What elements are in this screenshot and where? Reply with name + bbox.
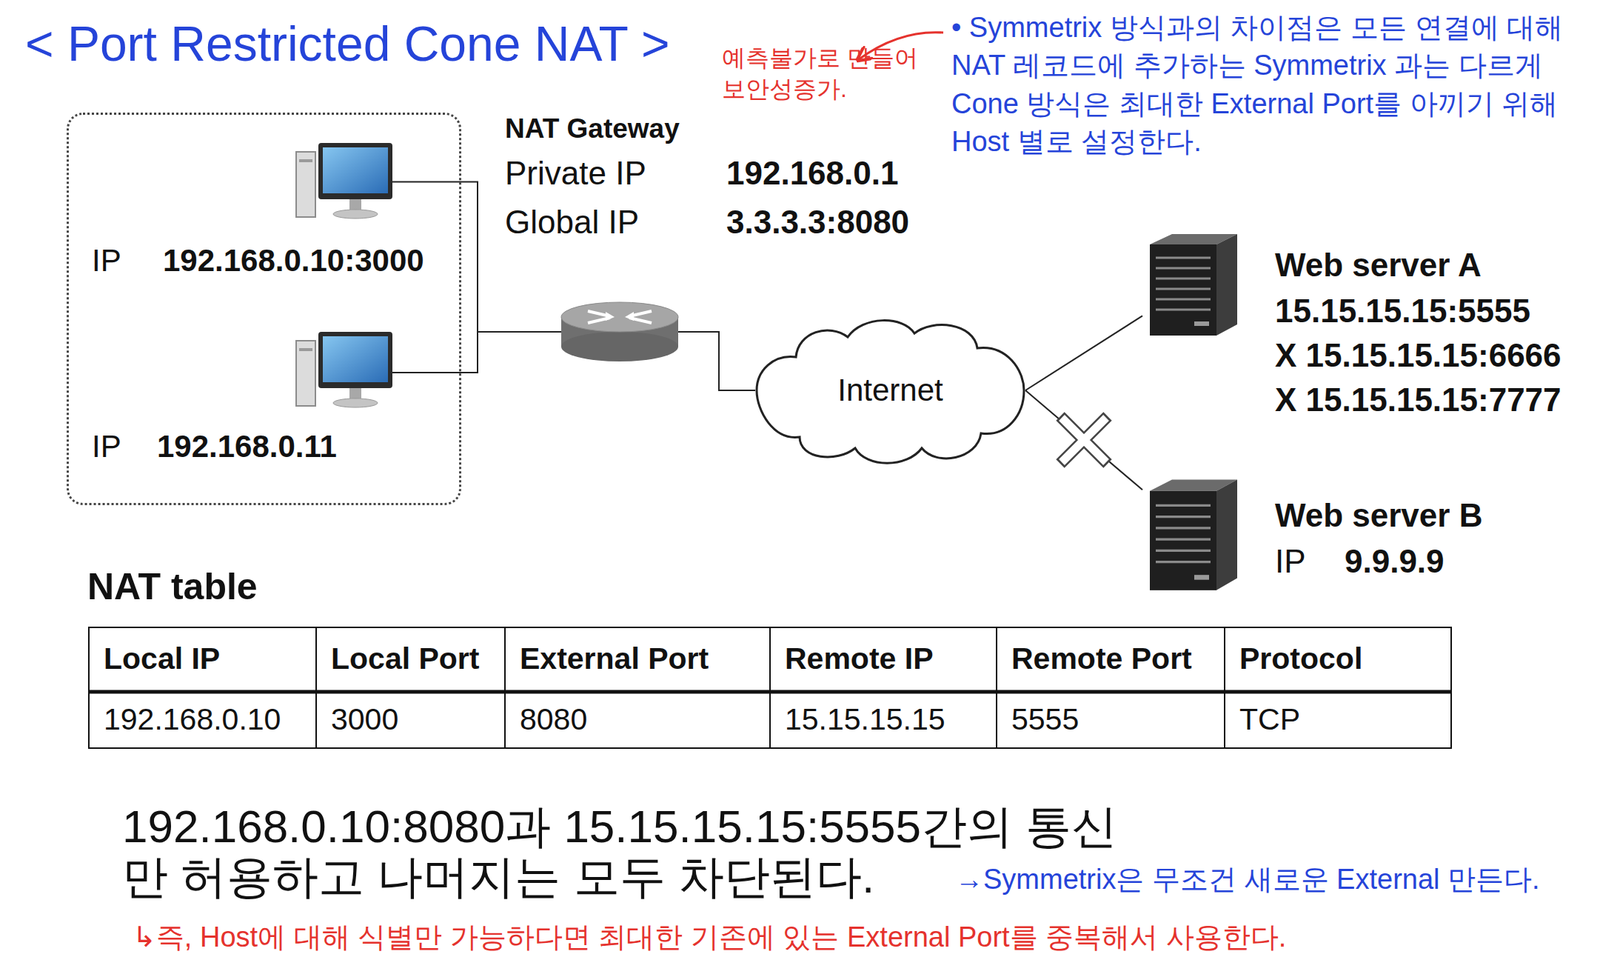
node-text: IP [91,242,122,280]
network-link [1025,390,1143,490]
table-header: Remote Port [1011,640,1193,677]
cross-fill [1061,417,1107,463]
node-text: X 15.15.15.15:7777 [1274,380,1562,420]
pc-tower [296,340,316,406]
blocked-cross [1060,416,1108,464]
router-arrow-head [605,311,615,321]
node-text: 9.9.9.9 [1344,541,1445,582]
pc-icon [296,331,393,408]
network-link [678,331,756,391]
server-icon [1149,233,1238,336]
handwritten-note: →Symmetrix은 무조건 새로운 External 만든다. [955,862,1592,897]
monitor-bezel [318,142,393,200]
server-light [1194,574,1210,580]
handwritten-note: 예측불가로 만들어 보안성증가. [721,42,937,105]
table-cell: 5555 [1011,701,1079,738]
server-side [1216,233,1238,336]
pc-drive [299,159,313,163]
server-slots [1155,504,1211,562]
node-text: NAT Gateway [504,112,680,146]
server-side [1216,479,1238,591]
table-header: Protocol [1239,640,1363,677]
node-text: IP [91,427,122,465]
host-pc: IP192.168.0.11 [296,331,393,414]
node-text: Global IP [504,202,639,243]
node-text: Private IP [504,154,647,194]
cloud-shape [756,320,1024,464]
diagram-title: < Port Restricted Cone NAT > [25,14,671,74]
diagram-caption: 192.168.0.10:8080과 15.15.15.15:5555간의 통신… [122,801,1144,902]
router-top [561,302,679,332]
monitor-bezel [318,331,393,388]
cross-outline [1060,416,1108,464]
monitor-base [333,209,378,219]
table-header: External Port [519,640,709,677]
network-link [392,331,562,373]
monitor-stand [349,199,362,210]
handwritten-note: ↳즉, Host에 대해 식별만 가능하다면 최대한 기존에 있는 Extern… [132,920,1540,955]
node-text: 192.168.0.10:3000 [162,242,425,280]
monitor-screen [322,147,388,194]
table-cell: 192.168.0.10 [103,701,281,738]
node-text: 15.15.15.15:5555 [1274,291,1531,331]
table-column-rules [316,627,1225,748]
host-pc: IP192.168.0.10:3000 [296,142,393,221]
web-server: Web server BIP9.9.9.9 [1142,474,1245,592]
pc-drive [299,347,313,351]
monitor-screen [322,336,388,383]
node-text: IP [1274,541,1307,582]
table-header: Local Port [330,640,480,677]
server-front [1149,490,1217,591]
lan-boundary: IP192.168.0.10:3000IP192.168.0.11 [66,112,462,505]
table-title: NAT table [87,564,258,609]
router-arrow-head [624,311,634,321]
router-icon [561,302,679,362]
node-text: Internet [837,371,943,409]
server-front [1149,244,1217,336]
table-cell: 15.15.15.15 [784,701,946,738]
table-border [88,627,1452,748]
node-text: 192.168.0.1 [726,154,899,194]
table-cell: 8080 [519,701,588,738]
monitor-stand [349,387,362,399]
node-text: Web server A [1274,245,1482,286]
router-bottom [561,331,679,362]
web-server: Web server A15.15.15.15:5555X 15.15.15.1… [1142,229,1245,337]
node-text: 192.168.0.11 [156,427,337,465]
node-text: Web server B [1274,496,1483,536]
server-slots [1155,257,1211,310]
nat-table-grid [88,627,1452,748]
pc-icon [296,142,393,219]
table-header: Local IP [103,640,220,677]
pc-tower [296,151,316,217]
node-text: 3.3.3.3:8080 [726,202,910,243]
router-arrows [587,310,652,323]
table-header: Remote IP [784,640,934,677]
server-light [1194,321,1210,326]
table-cell: TCP [1239,701,1301,738]
server-icon [1149,479,1238,591]
network-link [1025,315,1143,391]
table-cell: 3000 [330,701,399,738]
internet-cloud: Internet [755,310,1026,470]
handwritten-note: • Symmetrix 방식과의 차이점은 모든 연결에 대해 NAT 레코드에… [951,8,1593,161]
node-text: X 15.15.15.15:6666 [1274,336,1562,376]
monitor-base [333,398,378,408]
nat-router: NAT GatewayPrivate IP192.168.0.1Global I… [561,300,679,363]
